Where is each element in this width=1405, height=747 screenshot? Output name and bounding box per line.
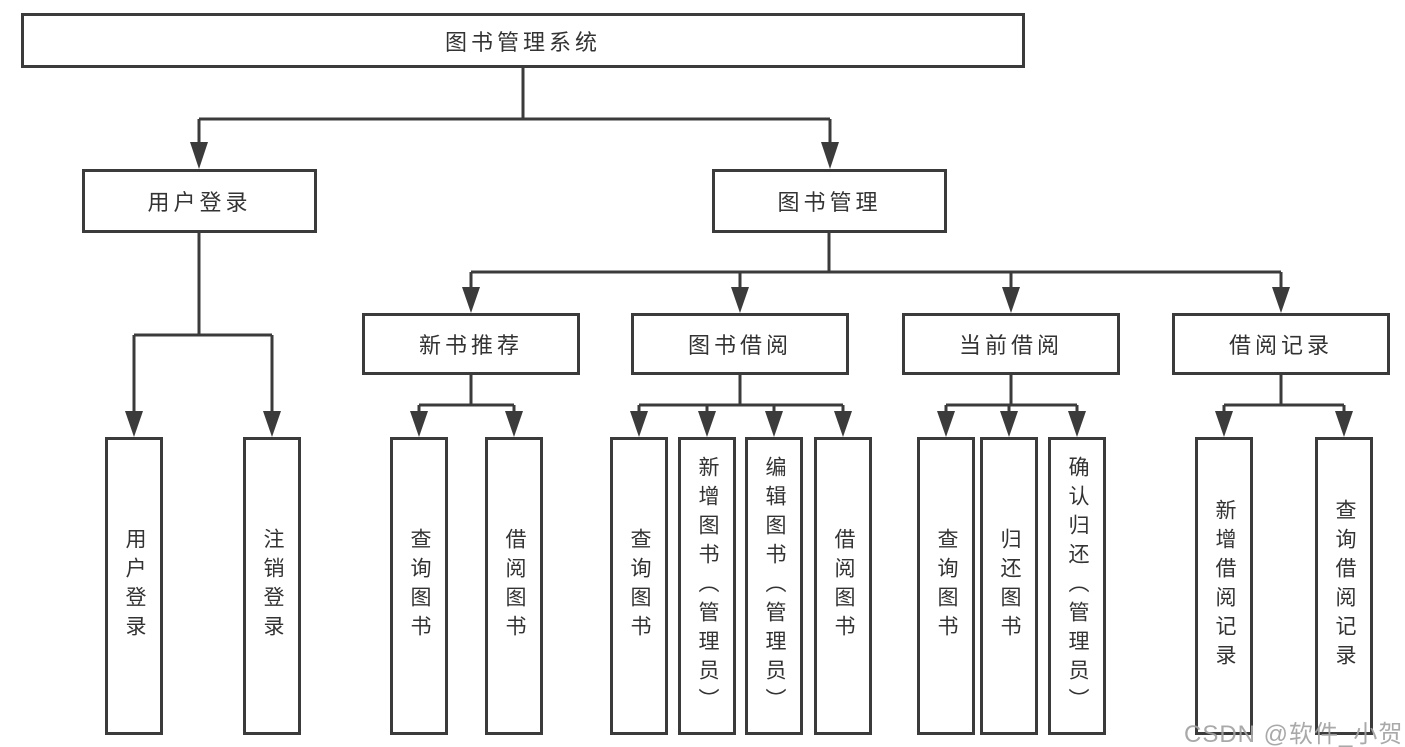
leaf-confirm-return-admin: 确认归还（管理员）	[1048, 437, 1106, 735]
node-root-system: 图书管理系统	[21, 13, 1025, 68]
node-current-borrow: 当前借阅	[902, 313, 1120, 375]
node-user-login: 用户登录	[82, 169, 317, 233]
leaf-logout: 注销登录	[243, 437, 301, 735]
connector-root-to-level2	[197, 68, 832, 144]
csdn-watermark: CSDN @软件_小贺同学	[1184, 721, 1405, 747]
connector-book-borrow-children	[637, 375, 845, 412]
connector-current-borrow-children	[944, 375, 1079, 412]
leaf-recommend-borrow-books: 借阅图书	[485, 437, 543, 735]
leaf-recommend-query-books: 查询图书	[390, 437, 448, 735]
leaf-return-books: 归还图书	[980, 437, 1038, 735]
leaf-current-query-books: 查询图书	[917, 437, 975, 735]
node-book-management: 图书管理	[712, 169, 947, 233]
leaf-add-books-admin: 新增图书（管理员）	[678, 437, 736, 735]
leaf-user-login: 用户登录	[105, 437, 163, 735]
connector-user-login-children	[132, 233, 274, 412]
leaf-borrow-books: 借阅图书	[814, 437, 872, 735]
arrowheads	[125, 142, 1353, 437]
leaf-add-borrow-record: 新增借阅记录	[1195, 437, 1253, 735]
node-borrow-records: 借阅记录	[1172, 313, 1390, 375]
connector-borrow-records-children	[1222, 375, 1346, 412]
connector-new-book-children	[417, 375, 516, 412]
leaf-query-borrow-record: 查询借阅记录	[1315, 437, 1373, 735]
leaf-edit-books-admin: 编辑图书（管理员）	[745, 437, 803, 735]
node-book-borrow: 图书借阅	[631, 313, 849, 375]
leaf-borrow-query-books: 查询图书	[610, 437, 668, 735]
connector-book-mgmt-children	[469, 233, 1283, 289]
node-new-book-recommend: 新书推荐	[362, 313, 580, 375]
